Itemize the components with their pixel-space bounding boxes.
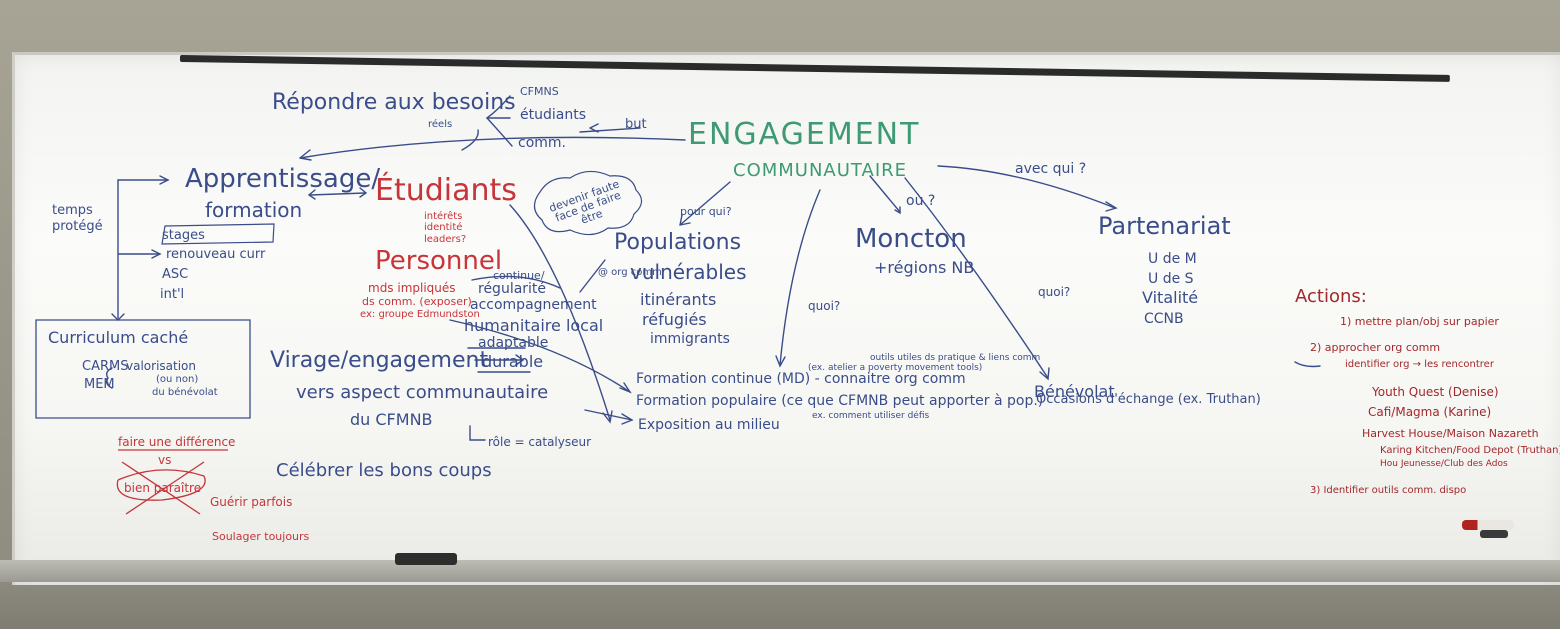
text-engagement: ENGAGEMENT: [688, 117, 921, 152]
text-itinerants: itinérants: [640, 290, 717, 309]
text-reels: réels: [428, 119, 453, 130]
text-ds-comm: ds comm. (exposer): [362, 295, 472, 308]
text-udem: U de M: [1148, 251, 1197, 267]
text-pour-qui: pour qui?: [680, 205, 732, 218]
text-cafi: Cafi/Magma (Karine): [1368, 405, 1492, 419]
text-benevolat: Bénévolat: [1034, 382, 1115, 401]
text-carms: CARMS: [82, 359, 129, 374]
text-udes: U de S: [1148, 271, 1194, 287]
text-mem: MEM: [84, 377, 115, 392]
text-moncton: Moncton: [855, 224, 967, 254]
text-ex-comment: ex. comment utiliser défis: [812, 411, 930, 421]
text-immigrants: immigrants: [650, 331, 730, 347]
text-karing: Karing Kitchen/Food Depot (Truthan): [1380, 445, 1560, 456]
text-formation: formation: [205, 198, 303, 222]
text-ex-groupe: ex: groupe Edmundston: [360, 309, 480, 320]
text-ou: où ?: [906, 193, 936, 209]
text-youth-quest: Youth Quest (Denise): [1372, 385, 1499, 399]
text-asc: ASC: [162, 267, 189, 282]
text-comm: comm.: [518, 135, 566, 151]
text-soulager: Soulager toujours: [212, 530, 310, 543]
text-ou-non: (ou non): [156, 374, 199, 385]
text-etudiants-big: Étudiants: [375, 173, 517, 208]
text-actions: Actions:: [1295, 286, 1367, 307]
text-du-benevolat: du bénévolat: [152, 387, 218, 398]
text-formation-populaire: Formation populaire (ce que CFMNB peut a…: [636, 393, 1044, 409]
text-celebrer: Célébrer les bons coups: [276, 460, 492, 481]
text-renouveau: renouveau curr: [166, 247, 266, 262]
marker-tray: [0, 560, 1560, 582]
text-vs: vs: [158, 453, 172, 467]
text-quoi-1: quoi?: [808, 299, 841, 313]
text-avec-qui: avec qui ?: [1015, 161, 1087, 177]
red-marker: [1462, 520, 1514, 530]
wall: [0, 580, 1560, 629]
text-bien-paraitre: bien paraître: [124, 481, 202, 495]
text-vers: vers aspect communautaire: [296, 382, 549, 403]
text-harvest: Harvest House/Maison Nazareth: [1362, 427, 1539, 440]
text-du-cfmnb: du CFMNB: [350, 410, 433, 429]
text-interets: intérêts: [424, 211, 463, 222]
text-outils: outils utiles ds pratique & liens comm: [870, 353, 1041, 363]
text-role: rôle = catalyseur: [488, 435, 592, 449]
text-regions: +régions NB: [874, 258, 975, 277]
text-partenariat: Partenariat: [1098, 212, 1231, 240]
text-vitalite: Vitalité: [1142, 288, 1199, 307]
text-durable: durable: [482, 352, 544, 371]
text-vulnerables: vulnérables: [630, 260, 747, 284]
text-guerir: Guérir parfois: [210, 495, 293, 509]
text-adaptable: adaptable: [478, 335, 549, 351]
text-communautaire: COMMUNAUTAIRE: [733, 160, 908, 181]
eraser: [395, 553, 457, 565]
text-action-2b: identifier org → les rencontrer: [1345, 359, 1494, 370]
text-identite: identité: [424, 222, 463, 233]
text-valorisation: valorisation: [126, 359, 196, 373]
text-temps: temps: [52, 203, 93, 218]
text-hou: Hou Jeunesse/Club des Ados: [1380, 459, 1508, 469]
text-personnel: Personnel: [375, 246, 503, 276]
text-ccnb: CCNB: [1144, 311, 1184, 327]
text-humanitaire: humanitaire local: [464, 316, 604, 335]
text-intl: int'l: [160, 287, 185, 302]
text-ex-atelier: (ex. atelier a poverty movement tools): [808, 363, 983, 373]
text-repondre: Répondre aux besoins: [272, 90, 516, 115]
text-occasions: Occasions d'échange (ex. Truthan): [1036, 392, 1261, 407]
text-curriculum: Curriculum caché: [48, 328, 189, 347]
text-but: but: [625, 117, 647, 132]
text-leaders: leaders?: [424, 234, 467, 245]
text-continue: continue/: [493, 269, 545, 282]
text-refugies: réfugiés: [642, 310, 707, 329]
text-protege: protégé: [52, 219, 103, 234]
text-populations: Populations: [614, 230, 742, 255]
text-etudiants-small: étudiants: [520, 107, 586, 123]
text-action-2: 2) approcher org comm: [1310, 341, 1441, 354]
text-quoi-2: quoi?: [1038, 285, 1071, 299]
text-virage: Virage/engagement: [270, 348, 489, 373]
text-apprentissage: Apprentissage/: [185, 164, 381, 194]
text-formation-continue: Formation continue (MD) - connaitre org …: [636, 371, 966, 387]
text-mds: mds impliqués: [368, 281, 456, 295]
text-regularite: régularité: [478, 281, 547, 297]
text-faire: faire une différence: [118, 435, 236, 449]
text-action-1: 1) mettre plan/obj sur papier: [1340, 315, 1499, 328]
text-org-comm: @ org comm: [598, 267, 662, 278]
text-cfmns: CFMNS: [520, 85, 559, 98]
text-stages: stages: [162, 228, 205, 243]
text-action-3: 3) Identifier outils comm. dispo: [1310, 485, 1467, 496]
black-marker: [1480, 530, 1508, 538]
text-accompagnement: accompagnement: [470, 297, 597, 313]
text-exposition: Exposition au milieu: [638, 417, 780, 433]
